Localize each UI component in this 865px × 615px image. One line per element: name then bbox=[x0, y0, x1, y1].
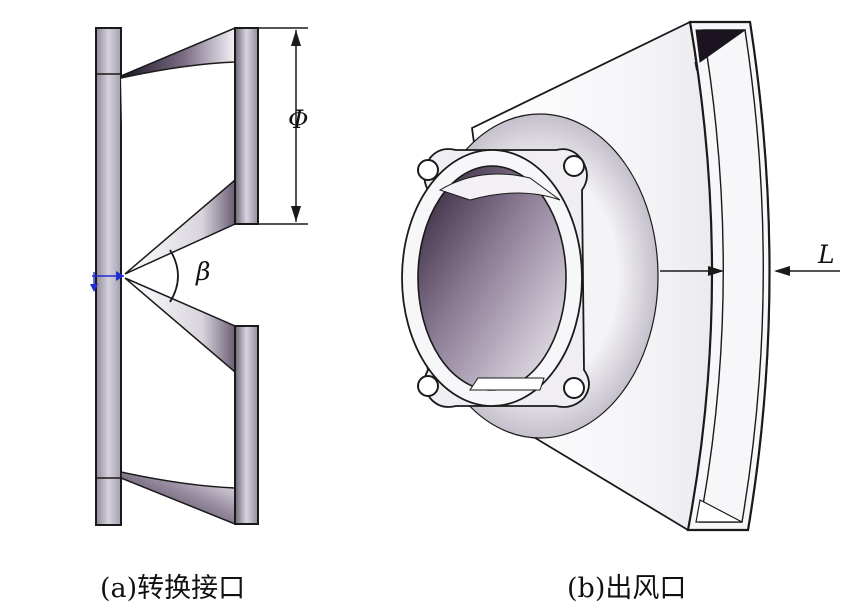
transition-interface-drawing bbox=[90, 26, 308, 526]
caption-transition-interface: (a)转换接口 bbox=[100, 573, 246, 604]
outlet-frame bbox=[686, 20, 771, 532]
origin-marker bbox=[90, 271, 124, 292]
upper-right-flange bbox=[234, 27, 259, 225]
bolt-hole-bottom-right bbox=[563, 377, 585, 399]
phi-dimension bbox=[258, 27, 308, 225]
caption-outlet: (b)出风口 bbox=[567, 573, 687, 604]
lower-right-flange bbox=[234, 325, 259, 525]
beta-label: β bbox=[196, 257, 211, 286]
phi-label: Φ bbox=[288, 105, 309, 134]
lower-funnel bbox=[120, 471, 236, 526]
outlet-bore bbox=[417, 165, 567, 391]
bolt-holes bbox=[417, 155, 585, 399]
l-label: L bbox=[818, 240, 835, 269]
outlet-drawing bbox=[401, 20, 840, 532]
bolt-hole-top-left bbox=[417, 159, 439, 181]
bolt-hole-bottom-left bbox=[417, 375, 439, 397]
bolt-hole-top-right bbox=[563, 155, 585, 177]
l-dimension bbox=[660, 266, 840, 276]
beta-angle-arc bbox=[169, 249, 179, 303]
